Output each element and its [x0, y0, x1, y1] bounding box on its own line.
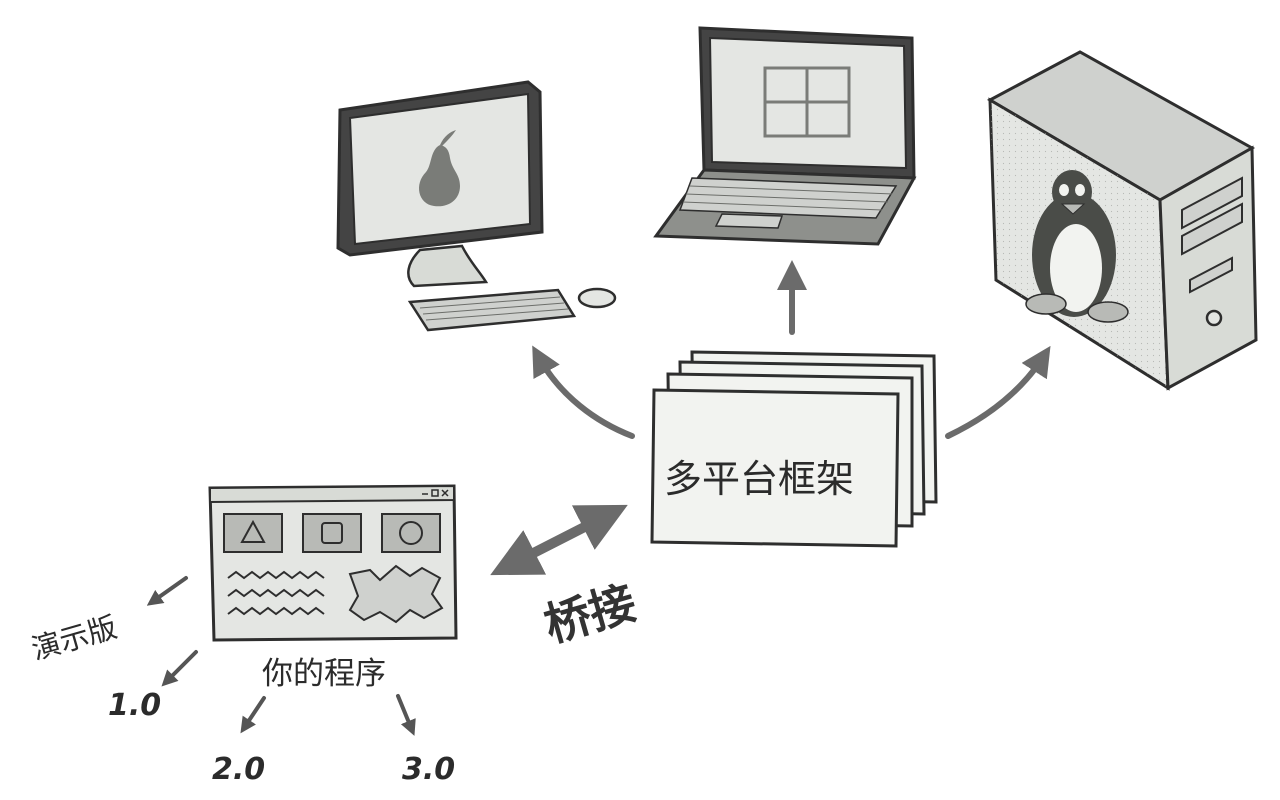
windows-laptop [653, 26, 917, 246]
mac-stand [407, 244, 489, 288]
version-2-label: 2.0 [212, 752, 266, 787]
laptop-touchpad [714, 213, 784, 229]
arrow-to-v2 [240, 696, 266, 734]
image-placeholder [348, 564, 444, 624]
drive-bay-1 [1181, 176, 1243, 230]
mac-keyboard [407, 288, 577, 332]
arrow-to-demo [146, 576, 188, 606]
tile-square [302, 513, 362, 553]
arrow-to-tower [945, 345, 1051, 439]
text-zigzag-lines [227, 570, 325, 616]
close-icon [441, 489, 449, 497]
arrow-to-mac [532, 345, 635, 439]
tile-circle [381, 513, 441, 553]
maximize-icon [431, 489, 439, 497]
penguin-logo-icon [1025, 170, 1129, 323]
framework-card [650, 388, 900, 548]
mac-mouse [577, 287, 617, 309]
mac-desktop [336, 80, 617, 332]
tile-triangle [223, 513, 283, 553]
version-3-label: 3.0 [402, 752, 456, 787]
drive-bay-3 [1189, 256, 1233, 294]
program-window [208, 484, 458, 642]
framework-stack [650, 350, 938, 548]
pear-logo-icon [419, 130, 460, 207]
linux-tower [986, 50, 1258, 391]
version-1-label: 1.0 [108, 688, 162, 723]
version-arrows [146, 576, 416, 736]
framework-label: 多平台框架 [664, 457, 855, 501]
square-icon [321, 522, 343, 544]
circle-icon [399, 521, 423, 545]
triangle-icon [240, 519, 266, 543]
program-window-frame [208, 484, 458, 642]
power-button-icon [1205, 309, 1223, 327]
program-label: 你的程序 [262, 656, 386, 692]
drive-bay-2 [1181, 202, 1243, 256]
window-logo-icon [763, 66, 851, 138]
arrow-to-v1 [161, 650, 198, 687]
program-titlebar [209, 484, 455, 504]
arrows [490, 260, 1051, 576]
bridge-double-arrow [490, 504, 628, 576]
arrow-to-v3 [396, 694, 416, 736]
